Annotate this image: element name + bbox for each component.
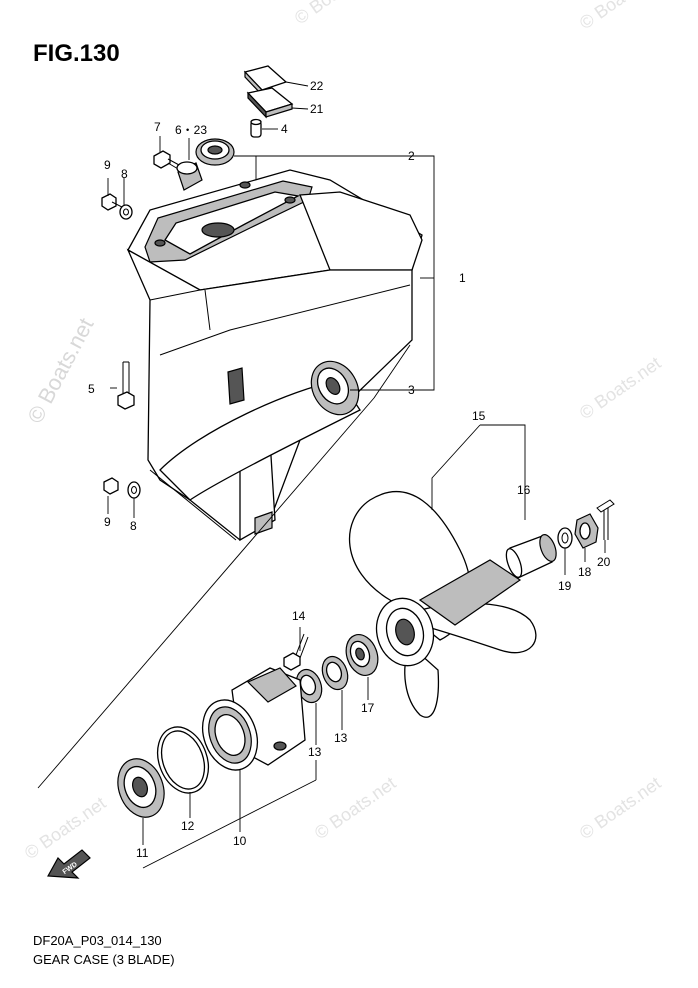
callout-7: 7 bbox=[154, 120, 161, 134]
bushing-6-23[interactable] bbox=[176, 161, 203, 191]
bearing-11[interactable] bbox=[110, 752, 172, 823]
watermark-top-center: © Boats.net bbox=[291, 0, 380, 28]
watermark-left: © Boats.net bbox=[22, 314, 98, 428]
callout-17: 17 bbox=[361, 701, 375, 715]
callout-4: 4 bbox=[281, 122, 288, 136]
watermark-bottom-center: © Boats.net bbox=[311, 773, 400, 843]
callout-19: 19 bbox=[558, 579, 572, 593]
callout-9-upper: 9 bbox=[104, 158, 111, 172]
propeller-15[interactable] bbox=[348, 490, 537, 718]
callout-14: 14 bbox=[292, 609, 306, 623]
gear-case-housing-1[interactable] bbox=[126, 169, 423, 542]
figure-code: DF20A_P03_014_130 bbox=[33, 933, 162, 948]
bolt-5[interactable] bbox=[117, 361, 135, 410]
spacer-16[interactable] bbox=[503, 532, 559, 579]
callout-12: 12 bbox=[181, 819, 195, 833]
callout-11: 11 bbox=[136, 846, 149, 860]
callout-10: 10 bbox=[233, 834, 247, 848]
forward-direction-tag: FWD bbox=[47, 849, 91, 879]
assembly-line bbox=[37, 397, 375, 789]
callout-6-23: 6・23 bbox=[175, 123, 207, 137]
callout-16: 16 bbox=[517, 483, 531, 497]
callout-1: 1 bbox=[459, 271, 466, 285]
callout-15: 15 bbox=[472, 409, 486, 423]
callout-18: 18 bbox=[578, 565, 592, 579]
dowel-pin-4[interactable] bbox=[250, 118, 262, 138]
washer-8-upper[interactable] bbox=[119, 204, 133, 220]
washer-19[interactable] bbox=[557, 527, 573, 549]
callout-5: 5 bbox=[88, 382, 95, 396]
callout-22: 22 bbox=[310, 79, 324, 93]
bolt-9-lower[interactable] bbox=[103, 477, 119, 495]
bearing-3[interactable] bbox=[302, 353, 368, 423]
assembly-line-2 bbox=[373, 344, 411, 399]
cotter-pin-20[interactable] bbox=[596, 499, 615, 540]
callout-8-lower: 8 bbox=[130, 519, 137, 533]
callout-labels: 22 21 4 7 6・23 2 9 8 1 5 3 15 16 9 8 20 … bbox=[88, 79, 611, 860]
oil-seal-13-left[interactable] bbox=[292, 666, 326, 706]
leader-lines bbox=[107, 81, 606, 869]
bolt-7[interactable] bbox=[153, 150, 193, 177]
callout-13-left: 13 bbox=[308, 745, 322, 759]
callout-20: 20 bbox=[597, 555, 611, 569]
watermark-top-right: © Boats.net bbox=[576, 0, 665, 33]
bolt-14[interactable] bbox=[283, 633, 309, 671]
o-ring-12[interactable] bbox=[149, 720, 217, 800]
callout-21: 21 bbox=[310, 102, 324, 116]
callout-2: 2 bbox=[408, 149, 415, 163]
callout-3: 3 bbox=[408, 383, 415, 397]
bearing-17[interactable] bbox=[341, 630, 384, 680]
washer-8-lower[interactable] bbox=[127, 481, 141, 499]
watermark-bottom-right: © Boats.net bbox=[576, 773, 665, 843]
figure-title: FIG.130 bbox=[33, 40, 120, 67]
bearing-housing-10[interactable] bbox=[193, 667, 306, 778]
oil-seal-13-right[interactable] bbox=[318, 653, 352, 693]
callout-13-right: 13 bbox=[334, 731, 348, 745]
callout-8-upper: 8 bbox=[121, 167, 128, 181]
callout-9-lower: 9 bbox=[104, 515, 111, 529]
watermark-bottom-left: © Boats.net bbox=[21, 793, 110, 863]
bearing-2[interactable] bbox=[195, 138, 235, 166]
anode-plate-21[interactable] bbox=[246, 87, 294, 119]
figure-name: GEAR CASE (3 BLADE) bbox=[33, 952, 175, 967]
watermark-mid-right: © Boats.net bbox=[576, 353, 665, 423]
nut-18[interactable] bbox=[574, 513, 599, 549]
